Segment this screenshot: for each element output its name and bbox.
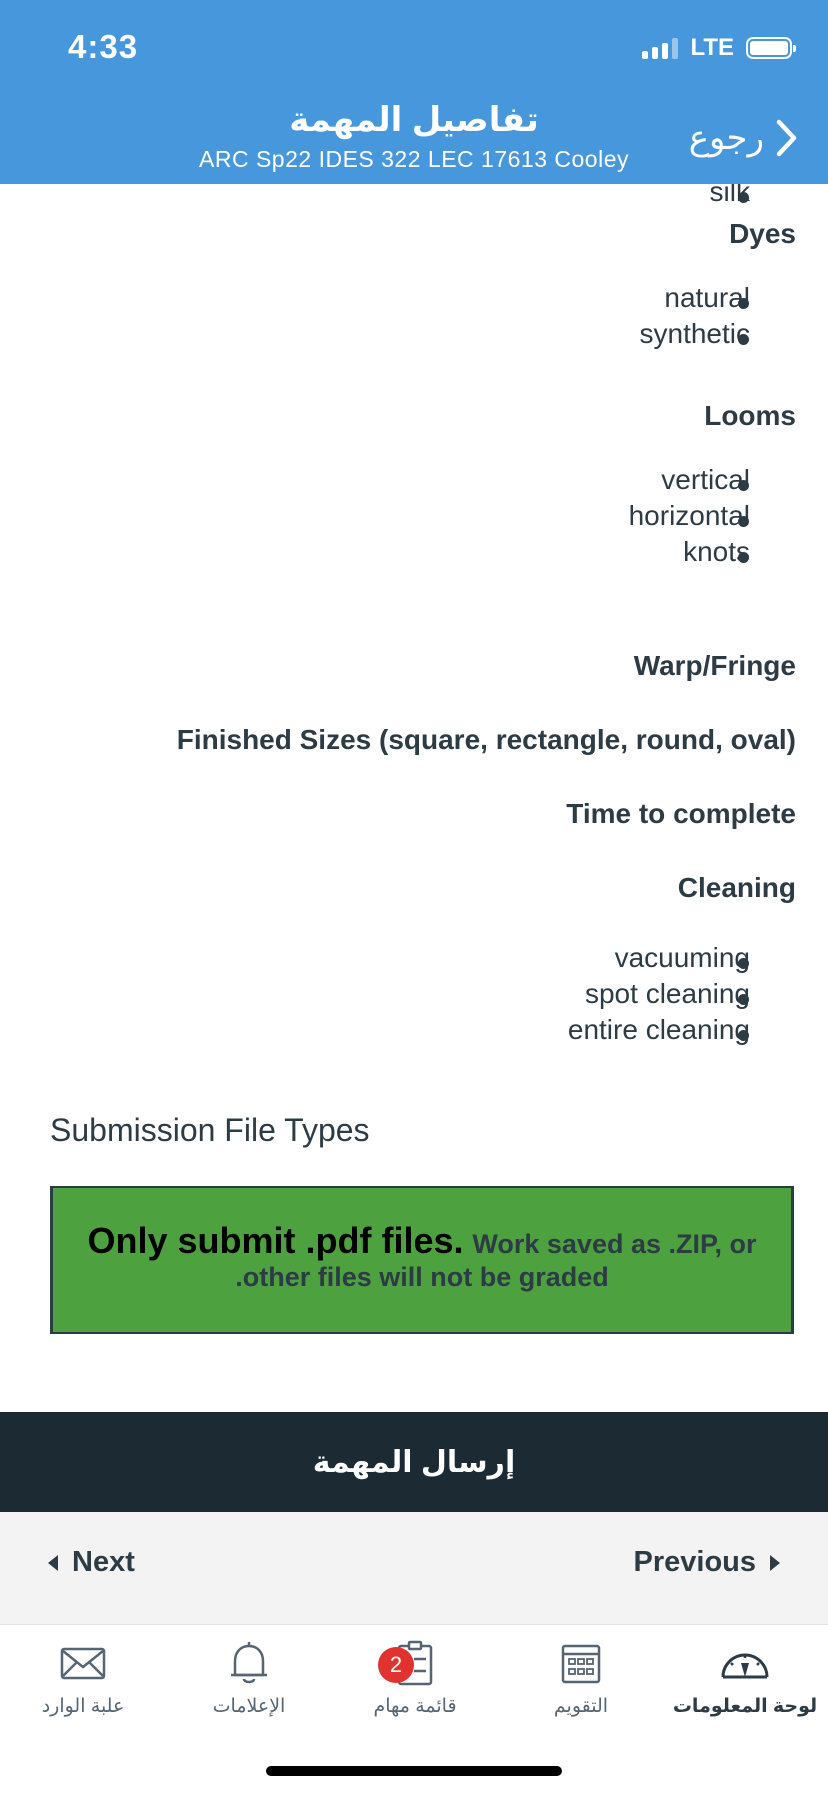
tab-todo[interactable]: 2 قائمة مهام <box>332 1639 498 1718</box>
chevron-right-icon <box>776 119 797 157</box>
course-subtitle: ARC Sp22 IDES 322 LEC 17613 Cooley <box>199 146 629 172</box>
section-heading: Cleaning <box>677 872 796 903</box>
section-heading: Looms <box>704 400 796 431</box>
status-indicators: LTE <box>642 34 796 62</box>
back-button[interactable]: رجوع <box>689 118 798 158</box>
triangle-right-icon <box>770 1554 780 1571</box>
next-label: Next <box>72 1546 135 1578</box>
dashboard-icon <box>721 1653 769 1679</box>
next-button[interactable]: Next <box>48 1546 135 1579</box>
page-title: تفاصيل المهمة <box>289 101 539 139</box>
file-type-notice: Only submit .pdf files. Work saved as .Z… <box>50 1186 794 1334</box>
list-item: spot cleaning <box>584 978 750 1009</box>
assignment-description: silk Dyes natural synthetic Looms vertic… <box>0 184 828 1412</box>
bullet-icon <box>738 994 749 1005</box>
list-item: entire cleaning <box>567 1014 750 1045</box>
tab-label: قائمة مهام <box>373 1696 457 1717</box>
tab-inbox[interactable]: علبة الوارد <box>0 1639 166 1718</box>
tab-dashboard[interactable]: لوحة المعلومات <box>662 1639 828 1718</box>
tab-label: علبة الوارد <box>41 1696 125 1717</box>
notice-strong-text: Only submit .pdf files. <box>87 1220 464 1261</box>
notice-detail-text: Work saved as .ZIP, or .other files will… <box>235 1229 757 1292</box>
submission-file-types-label: Submission File Types <box>50 1112 370 1148</box>
network-label: LTE <box>690 34 734 61</box>
tab-bar: علبة الوارد الإعلامات 2 قائمة مهام <box>0 1624 828 1793</box>
status-time: 4:33 <box>68 28 139 65</box>
bullet-icon <box>738 334 749 345</box>
triangle-left-icon <box>48 1554 58 1571</box>
list-item: natural <box>664 282 750 313</box>
home-indicator[interactable] <box>266 1766 562 1776</box>
tab-notifications[interactable]: الإعلامات <box>166 1639 332 1718</box>
tab-label: الإعلامات <box>212 1696 286 1717</box>
calendar-icon <box>561 1644 601 1684</box>
signal-icon <box>642 37 679 59</box>
bullet-icon <box>738 480 749 491</box>
back-label: رجوع <box>688 119 764 157</box>
tab-label: التقويم <box>553 1696 609 1717</box>
bullet-icon <box>738 552 749 563</box>
bullet-icon <box>738 1030 749 1041</box>
list-item: synthetic <box>639 318 751 349</box>
pager: Next Previous <box>0 1512 828 1624</box>
tab-calendar[interactable]: التقويم <box>498 1639 664 1718</box>
app-header: 4:33 LTE تفاصيل المهمة ARC Sp22 IDES 322… <box>0 0 828 184</box>
list-item: horizontal <box>628 500 750 531</box>
bell-icon <box>231 1642 267 1684</box>
bullet-icon <box>738 516 749 527</box>
previous-button[interactable]: Previous <box>633 1546 780 1579</box>
section-heading: Finished Sizes (square, rectangle, round… <box>176 724 796 755</box>
tab-label: لوحة المعلومات <box>672 1696 818 1717</box>
bullet-icon <box>738 298 749 309</box>
previous-label: Previous <box>633 1546 757 1578</box>
list-item: vertical <box>661 464 750 495</box>
section-heading: Warp/Fringe <box>633 650 796 681</box>
todo-count-badge: 2 <box>378 1647 414 1683</box>
bullet-icon <box>738 958 749 969</box>
bullet-icon <box>738 192 749 203</box>
battery-icon <box>746 37 796 59</box>
list-item: vacuuming <box>614 942 750 973</box>
mail-icon <box>60 1647 106 1680</box>
list-item: knots <box>683 536 750 567</box>
submit-assignment-button[interactable]: إرسال المهمة <box>0 1412 828 1512</box>
section-heading: Dyes <box>729 218 796 249</box>
section-heading: Time to complete <box>566 798 796 829</box>
